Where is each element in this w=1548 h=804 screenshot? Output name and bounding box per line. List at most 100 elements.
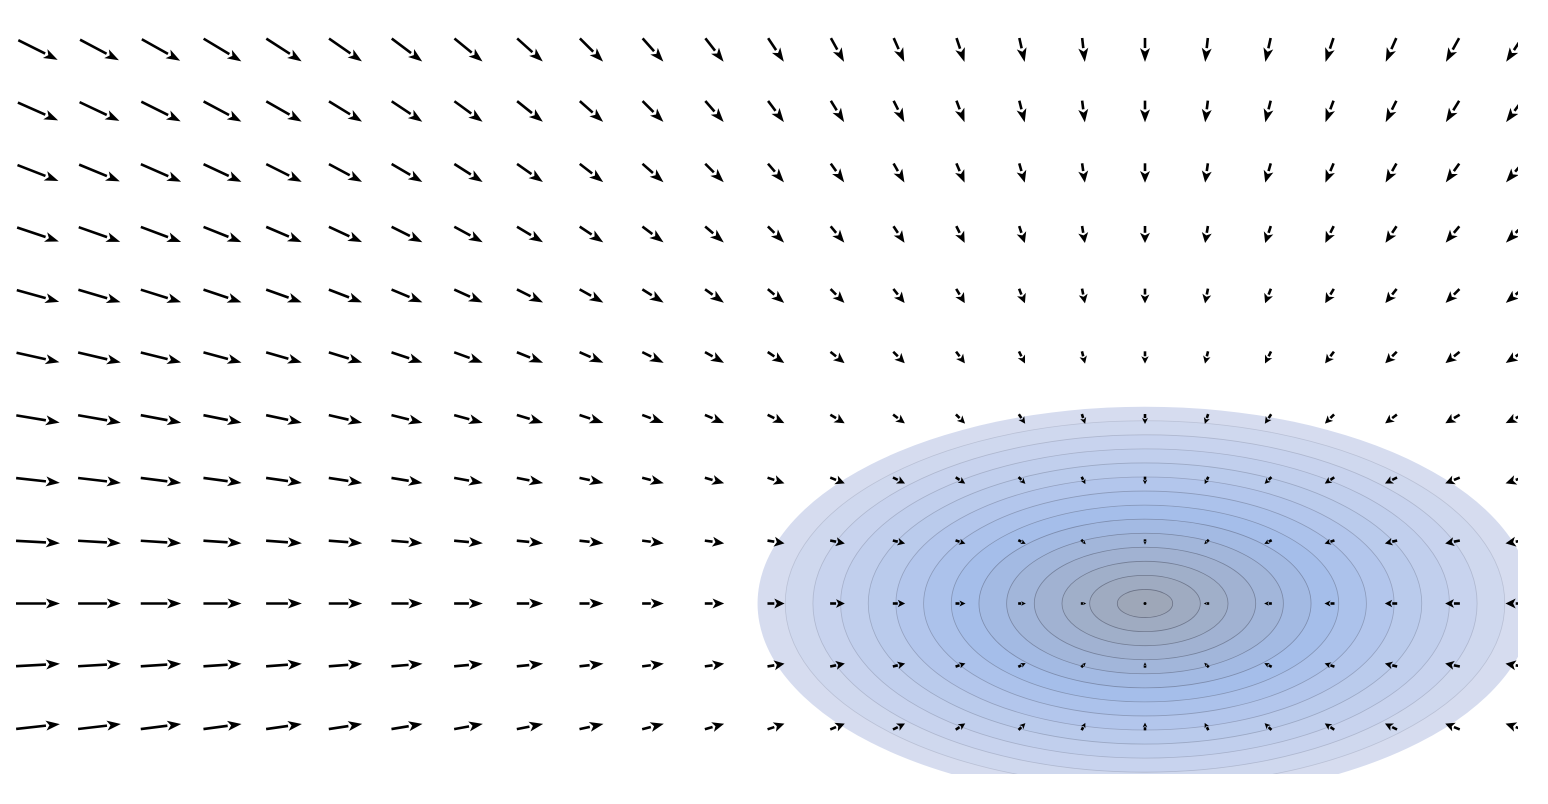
vector-arrow	[1016, 37, 1027, 63]
vector-arrow	[767, 162, 785, 183]
vector-arrow	[704, 37, 724, 62]
vector-arrow	[1143, 602, 1147, 605]
vector-arrow	[579, 475, 604, 486]
vector-arrow	[453, 351, 483, 363]
vector-arrow	[265, 225, 302, 243]
vector-arrow	[453, 721, 483, 732]
vector-arrow	[766, 225, 785, 243]
vector-arrow	[892, 723, 906, 731]
vector-arrow	[1385, 37, 1398, 62]
vector-arrow	[1265, 783, 1272, 793]
vector-arrow	[1078, 288, 1088, 304]
vector-arrow	[704, 722, 725, 732]
vector-arrow	[140, 720, 182, 731]
vector-arrow	[767, 100, 784, 123]
vector-arrow	[141, 38, 181, 61]
vector-arrow	[328, 225, 363, 243]
vector-arrow	[1264, 476, 1273, 484]
vector-arrow	[641, 722, 664, 732]
vector-arrow	[579, 598, 604, 609]
vector-arrow	[1445, 537, 1461, 547]
vector-arrow	[955, 476, 966, 484]
vector-arrow	[266, 537, 302, 548]
vector-arrow	[265, 162, 302, 182]
vector-arrow	[203, 720, 242, 731]
vector-arrow	[517, 783, 543, 793]
vector-arrow	[1264, 663, 1273, 669]
vector-arrow	[1385, 784, 1397, 793]
vector-arrow	[1445, 413, 1461, 424]
vector-arrow	[1505, 228, 1518, 243]
vector-arrow	[203, 659, 242, 670]
vector-arrow	[328, 537, 363, 548]
vector-arrow	[17, 38, 58, 60]
vector-arrow	[1445, 599, 1460, 608]
vector-arrow	[266, 782, 302, 792]
vector-arrow	[140, 598, 182, 609]
vector-arrow	[1202, 288, 1212, 304]
vector-arrow	[516, 536, 544, 547]
vector-arrow	[453, 288, 483, 303]
vector-arrow	[767, 475, 785, 485]
vector-arrow	[328, 37, 362, 62]
vector-arrow	[1078, 100, 1089, 123]
vector-arrow	[78, 163, 120, 182]
vector-arrow	[391, 475, 423, 486]
vector-arrow	[1505, 475, 1518, 485]
vector-arrow	[892, 476, 906, 484]
vector-arrow	[641, 225, 664, 243]
vector-arrows	[15, 37, 1523, 794]
vector-arrow	[1204, 783, 1210, 793]
vector-arrow	[1018, 601, 1026, 606]
vector-arrow	[579, 288, 604, 303]
vector-arrow	[454, 659, 483, 670]
vector-arrow	[1385, 100, 1398, 123]
vector-arrow	[704, 162, 724, 183]
vector-arrow	[830, 599, 845, 608]
vector-arrow	[78, 782, 121, 792]
vector-arrow	[202, 37, 242, 62]
vector-arrow	[1203, 351, 1211, 364]
vector-arrow	[16, 351, 60, 365]
vector-arrow	[829, 225, 845, 243]
vector-arrow	[328, 100, 363, 122]
vector-arrow	[391, 537, 423, 548]
vector-arrow	[1264, 350, 1273, 364]
vector-arrow	[1080, 662, 1086, 669]
vector-arrow	[1079, 351, 1087, 364]
vector-arrow	[516, 162, 543, 183]
vector-arrow	[203, 413, 242, 425]
vector-arrow	[1080, 476, 1086, 485]
vector-arrow	[453, 162, 483, 183]
vector-arrow	[1264, 601, 1272, 606]
vector-arrow	[203, 782, 241, 792]
vector-arrow	[1080, 538, 1086, 545]
vector-arrow	[641, 162, 664, 183]
vector-arrow	[516, 721, 544, 732]
vector-arrow	[1016, 100, 1027, 123]
vector-arrow	[15, 537, 60, 548]
vector-arrow	[390, 37, 423, 62]
vector-arrow	[1204, 722, 1210, 731]
vector-arrow	[642, 784, 664, 794]
vector-arrow	[453, 475, 483, 486]
vector-arrow	[641, 37, 664, 62]
vector-arrow	[1264, 723, 1273, 731]
vector-arrow	[1445, 225, 1461, 243]
vector-arrow	[1384, 476, 1398, 484]
vector-arrow	[1140, 288, 1150, 304]
vector-arrow	[955, 350, 965, 364]
vector-arrow	[1141, 351, 1149, 364]
vector-arrow	[641, 536, 664, 547]
vector-arrow	[704, 475, 725, 485]
vector-arrow	[203, 351, 242, 364]
vector-arrow	[1445, 350, 1461, 364]
vector-arrow	[829, 722, 845, 732]
vector-arrow	[1506, 784, 1523, 793]
vector-arrow	[79, 100, 120, 121]
vector-arrow	[516, 100, 543, 122]
vector-arrow	[1325, 37, 1335, 62]
vector-arrow	[829, 537, 845, 547]
vector-arrow	[1142, 476, 1148, 485]
